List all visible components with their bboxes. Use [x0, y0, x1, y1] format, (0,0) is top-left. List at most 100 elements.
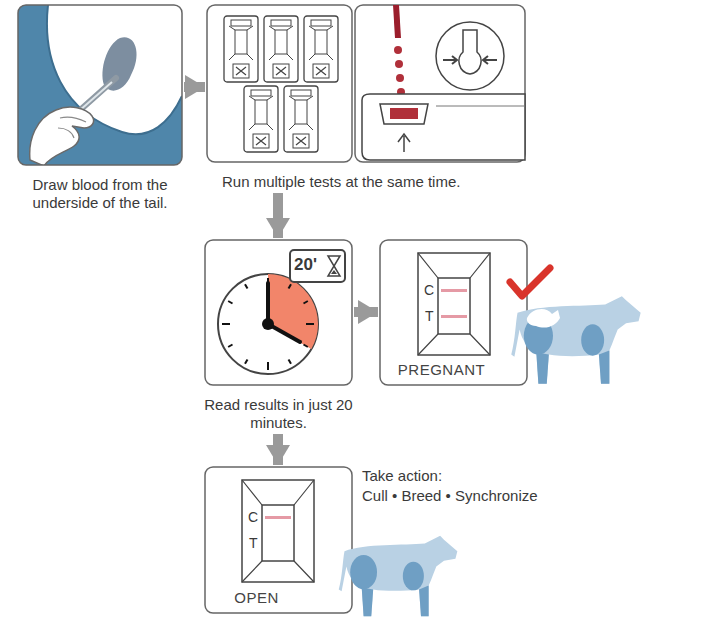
test-cassettes-illustration-part-part-part	[236, 67, 246, 75]
panel-frame	[207, 5, 525, 162]
panel-frame	[205, 240, 352, 385]
timer-illustration-part	[268, 274, 318, 349]
blood-drop-illustration-part	[396, 74, 404, 82]
timer-step-box: Read results in just 20 minutes.	[205, 240, 352, 432]
test-cassettes-illustration-part-part-part	[271, 20, 291, 26]
timer-illustration-part-part	[267, 362, 269, 370]
blood-drop-illustration-part	[362, 94, 525, 160]
pregnant-result-illustration-part	[418, 253, 490, 355]
timer-illustration-part-part	[222, 323, 230, 325]
pregnant-result-illustration-part	[527, 309, 560, 328]
blood-drop-illustration-part	[390, 108, 418, 119]
sample-step-box: Draw blood from the underside of the tai…	[18, 5, 182, 212]
test-cassettes-illustration-part	[355, 5, 525, 162]
pregnant-result-illustration-part	[438, 278, 470, 334]
test-cassettes-illustration-part-part	[224, 16, 258, 82]
timer-illustration-part-part	[289, 284, 292, 288]
test-cassettes-illustration-part-part-part	[233, 64, 249, 78]
blood-draw-illustration-part-part	[18, 5, 182, 165]
step-caption: Draw blood from the underside of the tai…	[12, 176, 188, 212]
blood-drop-illustration-part	[436, 106, 525, 107]
test-cassettes-illustration-part-part-part	[315, 30, 327, 54]
flow-arrow	[354, 307, 378, 317]
test-cassettes-illustration-part-part-part	[313, 64, 329, 78]
test-cassettes-illustration-part-part-part	[253, 134, 269, 148]
test-cassettes-illustration-part-part-part	[256, 137, 266, 145]
test-cassettes-illustration-part-part-part	[255, 100, 267, 124]
timer-illustration-part	[328, 256, 340, 276]
pregnant-result-illustration-part	[380, 240, 527, 385]
result-label: OPEN	[234, 589, 279, 607]
test-cassettes-illustration-part-part	[244, 86, 278, 152]
blood-drop-illustration-part	[395, 60, 403, 68]
test-cassettes-illustration-part-part-part	[269, 26, 293, 60]
timer-illustration	[205, 240, 352, 385]
test-cassettes-illustration	[207, 5, 525, 162]
open-result-illustration-part	[242, 480, 314, 582]
test-cassettes-illustration-part-part-part	[316, 67, 326, 75]
flow-arrow	[184, 82, 205, 92]
test-cassettes-illustration-part-part-part	[296, 137, 306, 145]
blood-draw-illustration-part-part	[58, 117, 86, 138]
action-list: Cull • Breed • Synchronize	[362, 487, 538, 505]
test-cassettes-illustration-part-part-part	[309, 26, 333, 60]
pregnant-result-illustration-part	[418, 253, 490, 355]
timer-illustration-part	[331, 270, 337, 274]
control-line-label: C	[248, 508, 258, 526]
test-cassettes-illustration-part-part-part	[249, 96, 273, 130]
panel-frame	[18, 5, 182, 165]
timer-illustration-part-part	[245, 360, 248, 364]
test-line-label: T	[249, 534, 258, 552]
test-cassettes-illustration-part-part-part	[304, 16, 338, 82]
test-cassettes-illustration-part-part-part	[251, 90, 271, 96]
timer-illustration-part-part	[304, 301, 308, 304]
test-line-label: T	[425, 307, 434, 325]
test-cassettes-illustration-part-part-part	[295, 100, 307, 124]
open-result-box: OPEN	[205, 467, 352, 613]
timer-illustration-part	[266, 283, 270, 324]
test-cassettes-illustration-part-part	[264, 16, 298, 82]
blood-drop-illustration-part	[483, 56, 497, 64]
test-cassettes-illustration-part-part-part	[289, 96, 313, 130]
blood-drop-illustration-part	[394, 46, 402, 54]
pregnant-result-illustration-part	[510, 268, 550, 296]
action-heading: Take action:	[362, 467, 442, 485]
test-cassettes-illustration-part	[224, 16, 338, 152]
timer-badge: 20'	[294, 256, 317, 274]
pregnant-result-illustration	[380, 240, 641, 385]
timer-illustration-part-part	[306, 323, 314, 325]
pregnant-result-illustration-part	[441, 315, 467, 318]
timer-illustration-part	[218, 274, 318, 374]
result-label: PREGNANT	[398, 361, 485, 379]
test-cassettes-illustration-part-part	[304, 16, 338, 82]
timer-illustration-part	[290, 250, 345, 282]
pregnant-result-illustration-part	[511, 296, 640, 384]
blood-draw-illustration-part	[18, 5, 182, 165]
blood-draw-illustration	[18, 5, 182, 170]
test-cassettes-illustration-part-part-part	[276, 67, 286, 75]
timer-illustration-part	[222, 278, 314, 370]
test-cassettes-illustration-part-part-part	[293, 134, 309, 148]
test-cassettes-illustration-part-part-part	[291, 90, 311, 96]
flow-arrow	[273, 193, 283, 238]
test-cassettes-illustration-part-part-part	[275, 30, 287, 54]
open-result-illustration-part	[339, 536, 458, 616]
timer-illustration-part	[262, 318, 274, 330]
pregnant-result-illustration-part	[441, 289, 467, 292]
test-cassettes-illustration-part	[207, 5, 352, 162]
blood-drop-illustration-part	[459, 30, 481, 74]
test-cassettes-illustration-part-part-part	[244, 86, 278, 152]
blood-drop-illustration-part	[443, 56, 457, 64]
blood-draw-illustration-part-part	[30, 107, 94, 165]
timer-illustration-part-part	[304, 345, 308, 348]
test-cassettes-illustration-part-part-part	[229, 26, 253, 60]
timer-illustration-part	[205, 240, 352, 385]
timer-illustration-part-part	[228, 345, 232, 348]
test-cassettes-illustration-part-part-part	[264, 16, 298, 82]
step-caption: Read results in just 20 minutes.	[191, 396, 367, 432]
blood-drop-illustration-part	[436, 22, 504, 90]
panel-frame: PREGNANT	[380, 240, 527, 385]
